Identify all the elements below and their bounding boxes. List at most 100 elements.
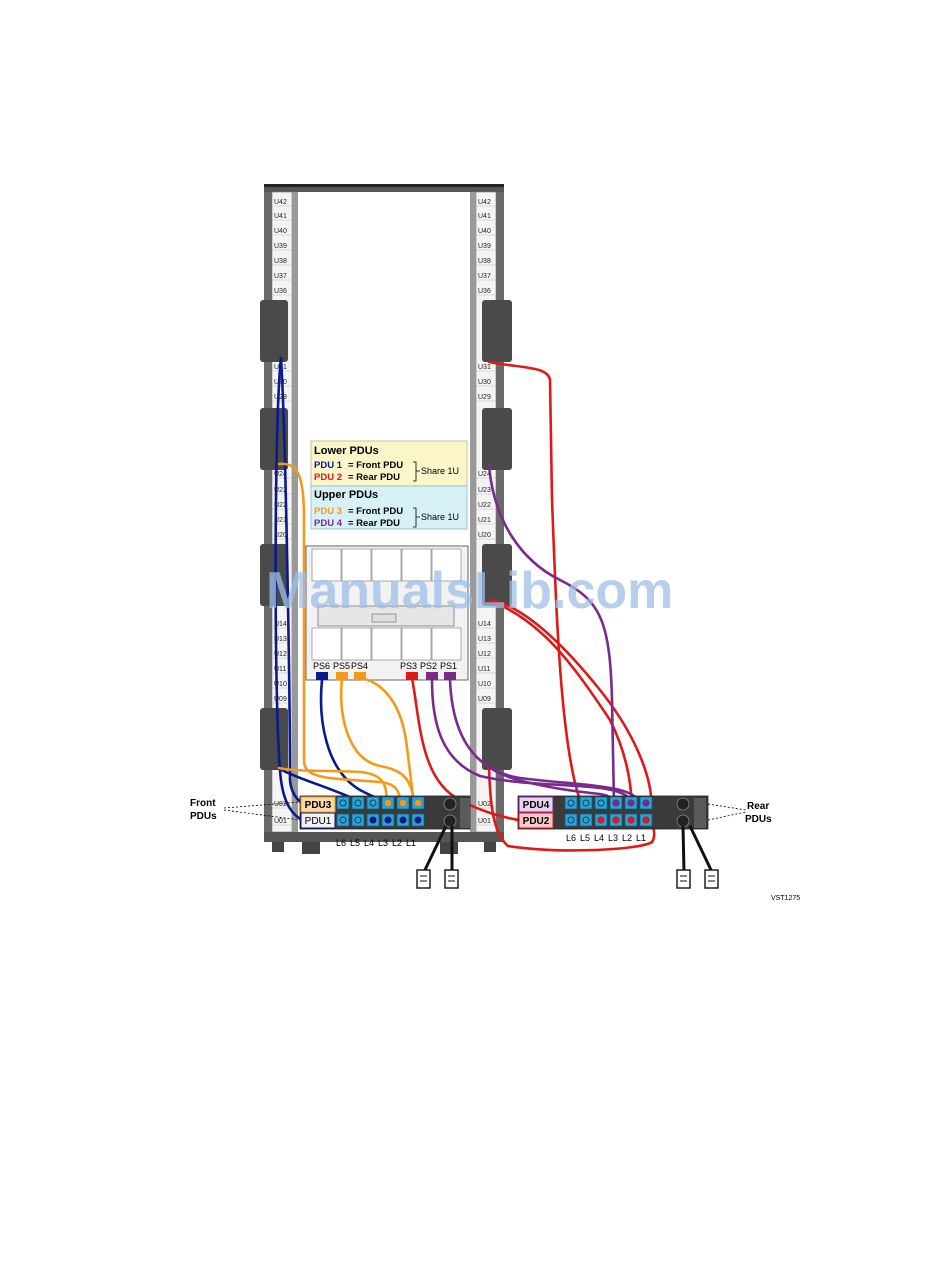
legend-lower: Lower PDUs PDU 1 = Front PDU PDU 2 = Rea… <box>310 440 468 487</box>
unit-label: U21 <box>478 517 491 524</box>
front-power-cords <box>422 825 454 873</box>
unit-label: U42 <box>478 199 491 206</box>
rear-pdus-callout: Rear PDUs <box>707 801 772 825</box>
legend-pdu2-name: PDU 2 <box>314 472 342 483</box>
server-bay-top <box>431 548 462 582</box>
unit-label: U24 <box>478 471 491 478</box>
legend-pdu1-name: PDU 1 <box>314 460 343 471</box>
unit-label: U40 <box>478 228 491 235</box>
unit-label: U13 <box>478 636 491 643</box>
unit-label: U11 <box>274 666 286 673</box>
pdu-outlet <box>351 813 365 827</box>
line-label-l1: L1 <box>406 838 416 848</box>
line-label-l1: L1 <box>636 833 646 843</box>
unit-label: U11 <box>478 666 490 673</box>
unit-label: U36 <box>478 288 491 295</box>
outlet-plug <box>384 816 392 824</box>
outlet-plug <box>642 816 650 824</box>
pdu-outlet <box>564 796 578 810</box>
outlet-plug <box>399 816 407 824</box>
unit-label: U42 <box>274 199 287 206</box>
line-label-l4: L4 <box>594 833 604 843</box>
ps-connectors <box>316 672 456 680</box>
pdu-outlet <box>579 813 593 827</box>
outlet-plug <box>384 799 392 807</box>
server-bay-bottom <box>431 627 462 661</box>
line-label-l4: L4 <box>364 838 374 848</box>
watermark: ManualsLib.com <box>266 562 673 620</box>
unit-label: U02 <box>274 801 287 808</box>
line-label-l3: L3 <box>608 833 618 843</box>
outlet-plug <box>414 816 422 824</box>
unit-label: U20 <box>274 532 287 539</box>
server-bay-bottom <box>371 627 402 661</box>
unit-label: U39 <box>274 243 287 250</box>
front-label-line2: PDUs <box>190 811 217 822</box>
outlet-plug <box>414 799 422 807</box>
legend-upper-title: Upper PDUs <box>314 489 378 501</box>
unit-label: U12 <box>274 651 287 658</box>
front-plugs <box>416 869 459 889</box>
legend-pdu3-name: PDU 3 <box>314 506 342 517</box>
pdu-outlet <box>366 796 380 810</box>
left-pdu-brackets <box>260 300 288 770</box>
outlet-plug <box>627 799 635 807</box>
legend-lower-title: Lower PDUs <box>314 445 379 457</box>
unit-label: U10 <box>478 681 491 688</box>
unit-label: U23 <box>478 487 491 494</box>
outlet-plug <box>399 799 407 807</box>
right-unit-labels: U42U41U40U39U38U37U36U31U30U29U24U23U22U… <box>476 199 496 826</box>
legend-pdu4-desc: = Rear PDU <box>348 518 400 529</box>
ps-label-ps6: PS6 <box>313 661 330 671</box>
ps-label-ps4: PS4 <box>351 661 368 671</box>
server-bay-top <box>341 548 372 582</box>
line-label-l2: L2 <box>622 833 632 843</box>
unit-label: U24 <box>274 471 287 478</box>
outlet-plug <box>642 799 650 807</box>
server-bay-top <box>311 548 342 582</box>
ps-label-ps1: PS1 <box>440 661 457 671</box>
legend-upper-share: Share 1U <box>421 512 459 522</box>
legend-pdu4-name: PDU 4 <box>314 518 343 529</box>
unit-label: U39 <box>478 243 491 250</box>
server-bay-top <box>401 548 432 582</box>
pdu-outlet <box>351 796 365 810</box>
unit-label: U14 <box>274 621 287 628</box>
rear-pdu-unit: PDU4 PDU2 <box>517 795 709 830</box>
legend-pdu3-desc: = Front PDU <box>348 506 403 517</box>
unit-label: U09 <box>274 696 287 703</box>
unit-label: U23 <box>274 487 287 494</box>
rear-label-line2: PDUs <box>745 814 772 825</box>
front-pdu-top-label: PDU3 <box>305 800 332 811</box>
unit-label: U13 <box>274 636 287 643</box>
unit-label: U41 <box>478 213 491 220</box>
rear-label-line1: Rear <box>747 801 769 812</box>
pdu-outlet <box>594 796 608 810</box>
unit-label: U30 <box>478 379 491 386</box>
legend-upper: Upper PDUs PDU 3 = Front PDU PDU 4 = Rea… <box>310 485 468 530</box>
unit-label: U01 <box>274 818 287 825</box>
line-label-l2: L2 <box>392 838 402 848</box>
pdu-outlet <box>336 796 350 810</box>
rear-power-cords <box>681 825 714 873</box>
unit-label: U37 <box>478 273 491 280</box>
unit-label: U38 <box>478 258 491 265</box>
unit-label: U22 <box>478 502 491 509</box>
front-pdu-unit: PDU3 PDU1 <box>299 795 471 830</box>
ps-label-ps3: PS3 <box>400 661 417 671</box>
pdu-outlet <box>564 813 578 827</box>
pdu-outlet <box>336 813 350 827</box>
server-bay-bottom <box>341 627 372 661</box>
front-pdu-bottom-label: PDU1 <box>305 816 332 827</box>
front-pdus-callout: Front PDUs <box>190 798 301 822</box>
unit-label: U12 <box>478 651 491 658</box>
server-bay-bottom <box>311 627 342 661</box>
legend-pdu1-desc: = Front PDU <box>348 460 403 471</box>
legend-lower-share: Share 1U <box>421 466 459 476</box>
outlet-plug <box>369 816 377 824</box>
rear-pdu-bottom-label: PDU2 <box>523 816 550 827</box>
server-bay-top <box>371 548 402 582</box>
